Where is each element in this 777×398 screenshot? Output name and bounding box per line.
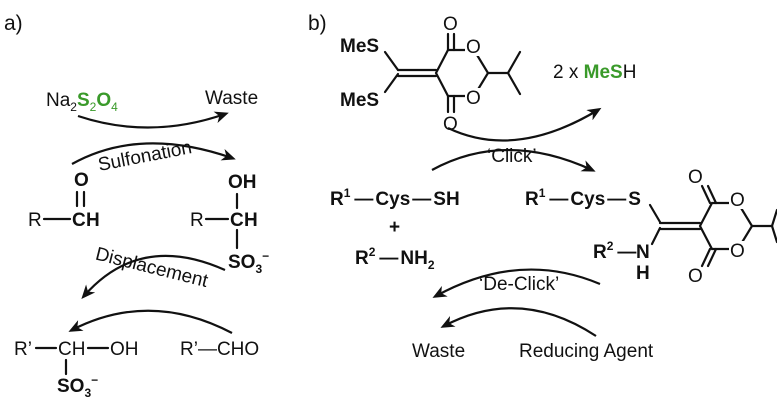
reagent-isopropyl-2 bbox=[506, 71, 522, 96]
r1-cys-sh: R1—Cys—SH bbox=[330, 186, 460, 210]
aldehyde-to-product-arrow bbox=[68, 309, 233, 334]
reagent-o-ring-top: O bbox=[466, 37, 481, 58]
product-co-top bbox=[700, 184, 712, 205]
panel-a-label: a) bbox=[4, 12, 23, 35]
product-r-prime: R’ bbox=[14, 339, 32, 360]
reagent-isopropyl-1 bbox=[506, 50, 522, 75]
product-ch: CH bbox=[58, 339, 85, 360]
panel-a: a) Na2S2O4 Waste Sulfonation O R C H OH … bbox=[4, 12, 269, 398]
reducing-agent-label: Reducing Agent bbox=[519, 341, 654, 362]
panel-b: b) MeS MeS O O O O 2 x MeSH bbox=[308, 12, 777, 362]
reagent-o-top: O bbox=[443, 14, 458, 35]
panel-b-label: b) bbox=[308, 12, 327, 35]
product-sulfonate: SO3− bbox=[57, 373, 98, 398]
product-bond-s bbox=[648, 203, 662, 224]
product-r1-cys-s: R1—Cys—S bbox=[525, 186, 641, 210]
mes-top-label: MeS bbox=[340, 36, 379, 57]
reagent-to-mesh-arrow bbox=[447, 107, 602, 142]
aldehyde-carbon: C bbox=[72, 210, 86, 231]
product-co-bottom-2 bbox=[706, 247, 718, 268]
product-r2: R2— bbox=[593, 239, 636, 263]
reducing-to-waste-arrow bbox=[440, 307, 597, 337]
waste-label-b: Waste bbox=[412, 341, 465, 362]
de-click-label: ‘De-Click’ bbox=[479, 274, 559, 295]
product-o-mask-1 bbox=[729, 191, 747, 209]
product-n: N bbox=[636, 242, 650, 263]
click-label: ‘Click’ bbox=[487, 146, 537, 167]
click-arrow bbox=[431, 148, 596, 172]
reagent-bond-2 bbox=[383, 72, 400, 94]
aldehyde-oxygen: O bbox=[74, 170, 89, 191]
product-co-top-2 bbox=[706, 184, 718, 205]
adduct-hydrogen: H bbox=[244, 210, 258, 231]
reagent-o-ring-bottom: O bbox=[466, 88, 481, 109]
product-isopropyl-2 bbox=[770, 224, 777, 244]
product-bond-n bbox=[650, 226, 662, 246]
byproduct-label: 2 x MeSH bbox=[553, 62, 636, 83]
product-o-ring-top: O bbox=[730, 190, 745, 211]
mes-bottom-label: MeS bbox=[340, 90, 379, 111]
product-o-bottom: O bbox=[688, 266, 703, 287]
aldehyde-hydrogen: H bbox=[86, 210, 100, 231]
displacement-arrow bbox=[81, 254, 226, 300]
plus-sign: + bbox=[389, 217, 400, 238]
waste-label-a: Waste bbox=[205, 88, 258, 109]
sodium-dithionite-label: Na2S2O4 bbox=[46, 90, 118, 114]
product-nh: H bbox=[636, 263, 650, 284]
product-o-ring-bottom: O bbox=[730, 241, 745, 262]
product-isopropyl-1 bbox=[770, 208, 777, 228]
conjugate-product-structure: R1—Cys—S R2— N H O O O O bbox=[525, 167, 777, 287]
reagent-bond-1 bbox=[383, 50, 400, 72]
adduct-carbon: C bbox=[230, 210, 244, 231]
reagent-to-waste-arrow bbox=[77, 111, 229, 129]
new-aldehyde-label: R’—CHO bbox=[180, 339, 259, 360]
product-o-mask-2 bbox=[729, 241, 747, 259]
product-o-top: O bbox=[688, 167, 703, 188]
product-co-bottom bbox=[700, 247, 712, 268]
r2-nh2: R2—NH2 bbox=[355, 245, 435, 272]
aldehyde-r: R bbox=[28, 210, 42, 231]
product-oh: OH bbox=[110, 339, 139, 360]
reagent-o-mask-2 bbox=[465, 88, 483, 106]
de-click-arrow bbox=[432, 268, 601, 298]
sulfonation-arrow bbox=[71, 142, 236, 165]
adduct-r: R bbox=[190, 210, 204, 231]
adduct-oh: OH bbox=[228, 172, 257, 193]
displacement-label: Displacement bbox=[93, 244, 210, 292]
adduct-sulfonate: SO3− bbox=[228, 249, 269, 276]
reagent-o-mask-1 bbox=[465, 38, 483, 56]
click-reagent-structure: MeS MeS O O O O bbox=[340, 14, 522, 135]
